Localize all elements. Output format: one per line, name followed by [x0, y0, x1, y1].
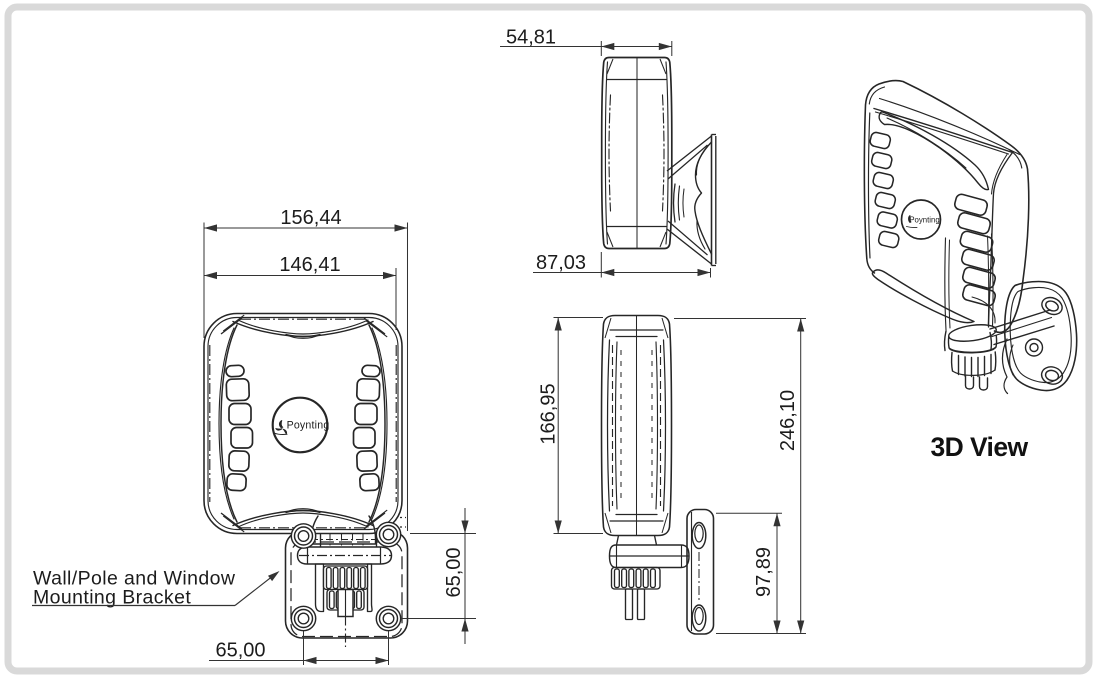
- svg-text:166,95: 166,95: [538, 383, 560, 444]
- svg-text:156,44: 156,44: [280, 207, 341, 229]
- svg-text:246,10: 246,10: [777, 390, 799, 451]
- svg-text:65,00: 65,00: [215, 640, 265, 662]
- svg-text:3D View: 3D View: [931, 432, 1029, 462]
- svg-text:Poynting: Poynting: [909, 216, 939, 225]
- svg-text:54,81: 54,81: [506, 27, 556, 49]
- svg-text:87,03: 87,03: [536, 252, 586, 274]
- svg-text:65,00: 65,00: [443, 547, 465, 597]
- svg-text:146,41: 146,41: [279, 254, 340, 276]
- svg-text:Mounting Bracket: Mounting Bracket: [33, 587, 191, 609]
- svg-text:97,89: 97,89: [753, 547, 775, 597]
- svg-text:Poynting: Poynting: [287, 420, 330, 432]
- svg-text:Wall/Pole and Window: Wall/Pole and Window: [33, 568, 236, 590]
